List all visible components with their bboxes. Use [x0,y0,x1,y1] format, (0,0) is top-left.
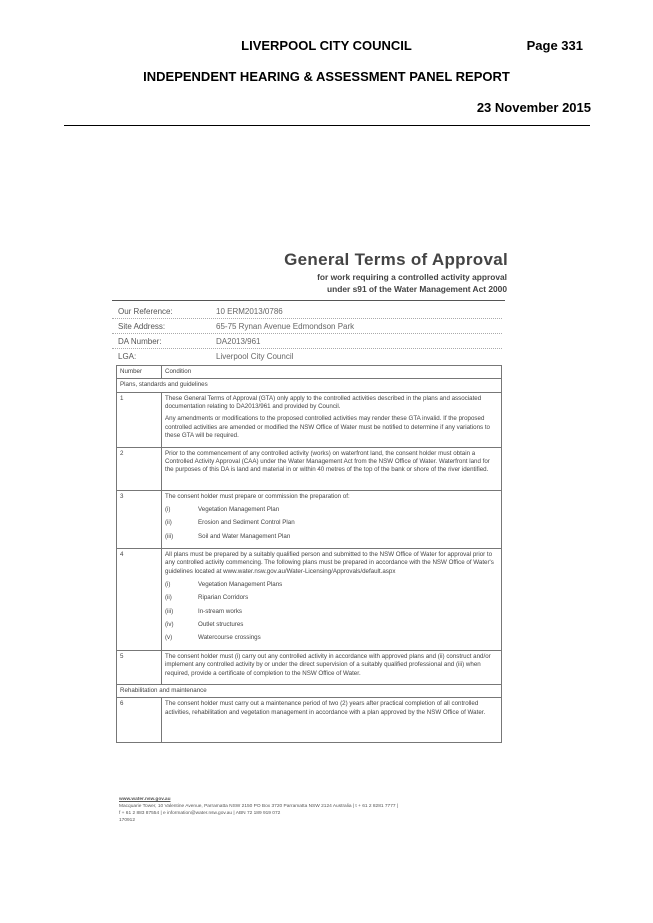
report-title: INDEPENDENT HEARING & ASSESSMENT PANEL R… [143,69,510,84]
section-rehabilitation: Rehabilitation and maintenance [116,683,502,699]
list-item: (ii)Riparian Corridors [165,594,249,602]
gta-title: General Terms of Approval [284,250,508,269]
list-item: (iv)Outlet structures [165,621,244,629]
condition-number: 4 [116,547,162,651]
table-row: 6 The consent holder must carry out a ma… [116,697,502,744]
table-row: 1 These General Terms of Approval (GTA) … [116,391,502,448]
council-name: LIVERPOOL CITY COUNCIL [241,38,412,53]
condition-text: These General Terms of Approval (GTA) on… [161,391,502,448]
conditions-table: Number Condition Plans, standards and gu… [116,364,502,744]
gta-subtitle-2: under s91 of the Water Management Act 20… [327,284,507,294]
meta-divider [112,318,502,319]
condition-paragraph: These General Terms of Approval (GTA) on… [165,394,482,411]
page-number: Page 331 [526,38,583,53]
table-row: 3 The consent holder must prepare or com… [116,489,502,549]
gta-top-rule [112,300,505,301]
list-item: (i)Vegetation Management Plans [165,581,283,589]
footer-address: Macquarie Tower, 10 Valentine Avenue, Pa… [119,804,399,809]
condition-number: 1 [116,391,162,448]
meta-value-lga: Liverpool City Council [216,352,294,361]
condition-paragraph: Any amendments or modifications to the p… [165,415,490,440]
table-header-row: Number Condition [116,364,502,380]
meta-label-site: Site Address: [118,322,166,331]
condition-text: The consent holder must carry out a main… [161,697,502,744]
condition-paragraph: The consent holder must (i) carry out an… [165,652,491,677]
meta-value-site: 65-75 Rynan Avenue Edmondson Park [216,322,355,331]
col-header-number: Number [116,364,162,380]
list-item: (iii)In-stream works [165,607,243,615]
meta-label-da: DA Number: [118,337,162,346]
condition-number: 3 [116,489,162,549]
condition-text: Prior to the commencement of any control… [161,446,502,491]
condition-paragraph: The consent holder must prepare or commi… [165,492,350,500]
condition-text: All plans must be prepared by a suitably… [161,547,502,651]
list-item: (i)Vegetation Management Plan [165,505,280,513]
table-row: 2 Prior to the commencement of any contr… [116,446,502,491]
col-header-condition: Condition [161,364,502,380]
header-rule [64,125,590,126]
condition-number: 2 [116,446,162,491]
report-date: 23 November 2015 [476,100,591,115]
meta-label-reference: Our Reference: [118,307,173,316]
table-row: 4 All plans must be prepared by a suitab… [116,547,502,651]
gta-subtitle-1: for work requiring a controlled activity… [317,272,507,282]
condition-paragraph: The consent holder must carry out a main… [165,700,486,716]
meta-value-da: DA2013/961 [216,337,261,346]
section-row: Rehabilitation and maintenance [116,683,502,699]
section-row: Plans, standards and guidelines [116,378,502,393]
list-item: (iii)Soil and Water Management Plan [165,532,291,540]
table-row: 5 The consent holder must (i) carry out … [116,649,502,685]
meta-divider [112,348,502,349]
condition-text: The consent holder must prepare or commi… [161,489,502,549]
meta-label-lga: LGA: [118,352,137,361]
footer-code: 170912 [119,818,136,823]
footer-contact: f + 61 2 883 87554 | e information@water… [119,811,281,816]
footer-website: www.water.nsw.gov.au [119,797,171,802]
condition-text: The consent holder must (i) carry out an… [161,649,502,685]
section-plans: Plans, standards and guidelines [116,378,502,393]
condition-number: 6 [116,697,162,744]
list-item: (ii)Erosion and Sediment Control Plan [165,519,295,527]
list-item: (v)Watercourse crossings [165,634,261,642]
condition-paragraph: Prior to the commencement of any control… [165,449,490,474]
condition-paragraph: All plans must be prepared by a suitably… [165,550,494,575]
meta-divider [112,333,502,334]
meta-value-reference: 10 ERM2013/0786 [216,307,283,316]
condition-number: 5 [116,649,162,685]
